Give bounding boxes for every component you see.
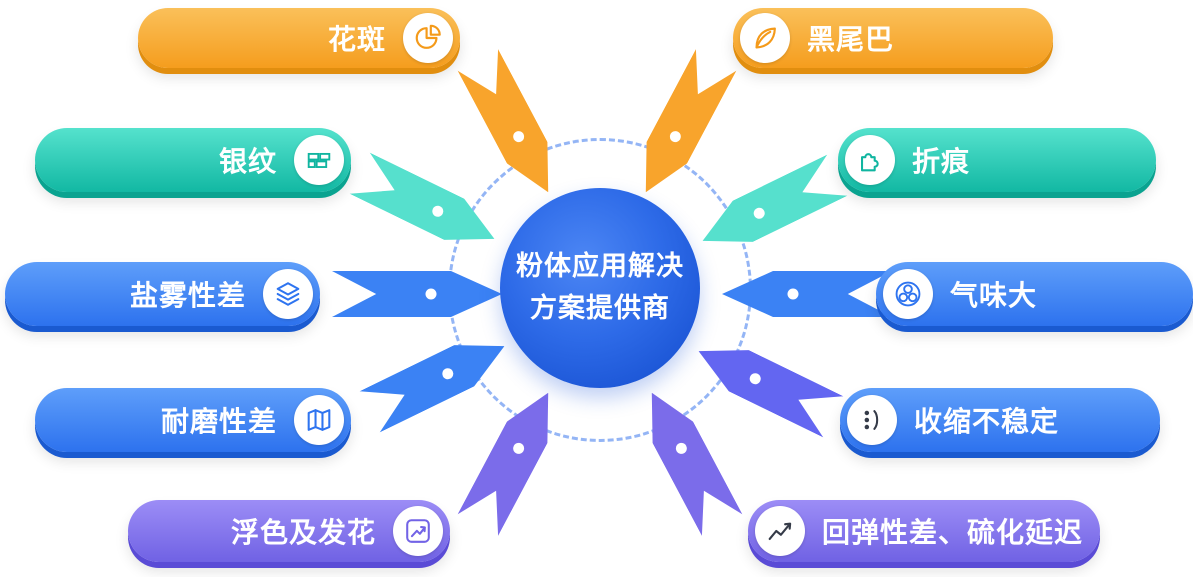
pill-zhehen: 折痕 [838, 128, 1156, 192]
pill-label: 盐雾性差 [129, 280, 246, 311]
arrow-dot [511, 441, 526, 456]
bricks-icon [294, 135, 344, 185]
pill-label: 收缩不稳定 [914, 406, 1060, 437]
pie-chart-icon [403, 13, 453, 63]
pill-label: 回弹性差、硫化延迟 [822, 517, 1084, 548]
arrow-dot [425, 288, 437, 300]
pill-naimoxingcha: 耐磨性差 [35, 388, 351, 452]
leaf-icon [740, 13, 790, 63]
puzzle-icon [845, 135, 895, 185]
pill-label: 浮色及发花 [230, 517, 376, 548]
center-circle: 粉体应用解决 方案提供商 [500, 188, 700, 388]
pill-huitanxingcha: 回弹性差、硫化延迟 [748, 500, 1100, 562]
pill-fuse-jifahua: 浮色及发花 [128, 500, 450, 562]
pill-label: 黑尾巴 [807, 24, 895, 55]
center-title-line1: 粉体应用解决 [516, 251, 684, 282]
pill-heiweiba: 黑尾巴 [733, 8, 1053, 68]
bubbles-icon [883, 269, 933, 319]
pill-yinwen: 银纹 [35, 128, 351, 192]
pill-label: 花斑 [327, 24, 386, 55]
arrow-dot [511, 129, 526, 144]
pill-huaban: 花斑 [138, 8, 460, 68]
arrow-dot [748, 371, 763, 386]
arrow-dot [668, 129, 683, 144]
center-title-line2: 方案提供商 [530, 293, 670, 323]
pill-label: 折痕 [912, 146, 971, 177]
arrow-dot [788, 289, 799, 300]
pill-label: 耐磨性差 [160, 406, 277, 437]
pill-yanwuxingcha: 盐雾性差 [5, 262, 320, 326]
arrow-dot [674, 441, 689, 456]
pill-qiweida: 气味大 [876, 262, 1193, 326]
map-icon [294, 395, 344, 445]
line-chart-icon [755, 506, 805, 556]
arrow-dot [752, 206, 767, 221]
arrow-dot [440, 366, 455, 381]
pill-label: 银纹 [218, 146, 277, 177]
arrow-dot [430, 204, 445, 219]
layers-icon [263, 269, 313, 319]
branch-icon [847, 395, 897, 445]
trend-arrow-icon [393, 506, 443, 556]
pill-label: 气味大 [950, 280, 1038, 311]
pill-shousuobuwending: 收缩不稳定 [840, 388, 1160, 452]
